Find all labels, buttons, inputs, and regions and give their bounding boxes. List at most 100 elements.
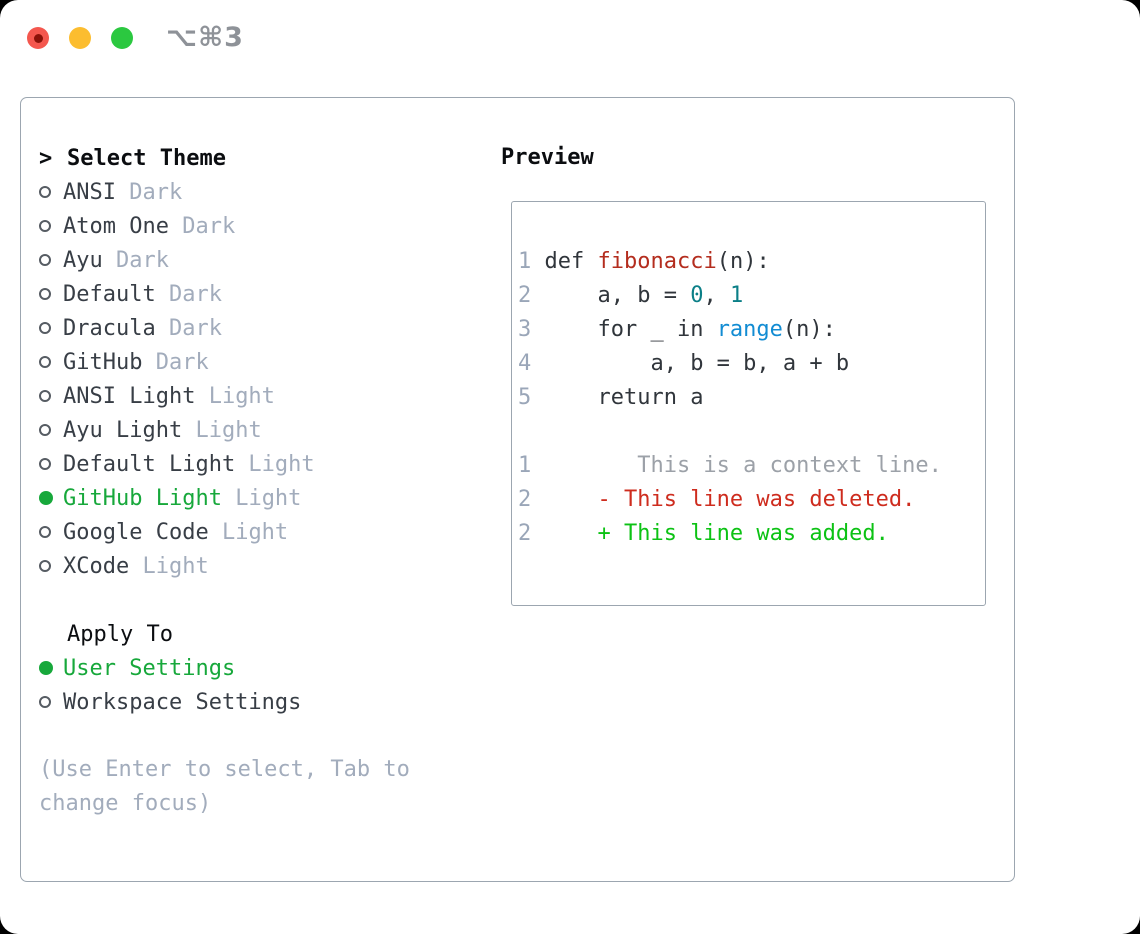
option-variant-label: Dark — [142, 349, 209, 375]
apply-option-user-settings[interactable]: User Settings — [39, 651, 479, 685]
line-number: 5 — [518, 385, 532, 410]
code-token: range — [716, 317, 783, 342]
code-token: 1 — [729, 283, 744, 308]
apply-to-heading-row: Apply To — [39, 617, 479, 651]
spacer — [39, 719, 479, 753]
code-line: 2 + This line was added. — [518, 517, 985, 551]
option-label: Ayu — [63, 247, 103, 273]
code-line: 1 This is a context line. — [518, 449, 985, 483]
theme-option-github-light[interactable]: GitHub Light Light — [39, 481, 479, 515]
code-token: return a — [531, 385, 704, 410]
close-button[interactable] — [27, 27, 49, 49]
code-token: (n): — [716, 249, 770, 274]
option-label: Default — [63, 281, 156, 307]
option-variant-label: Light — [195, 383, 275, 409]
theme-option-atom-one[interactable]: Atom One Dark — [39, 209, 479, 243]
theme-option-xcode[interactable]: XCode Light — [39, 549, 479, 583]
code-line: 4 a, b = b, a + b — [518, 347, 985, 381]
option-label: Atom One — [63, 213, 169, 239]
code-token: , — [703, 283, 730, 308]
line-number: 4 — [518, 351, 532, 376]
zoom-button[interactable] — [111, 27, 133, 49]
minimize-button[interactable] — [69, 27, 91, 49]
code-token: - This line was deleted. — [531, 487, 916, 512]
option-label: GitHub Light — [63, 485, 222, 511]
code-line: 2 a, b = 0, 1 — [518, 279, 985, 313]
code-token: a, b = b, a + b — [531, 351, 850, 376]
radio-selected-icon — [39, 661, 53, 675]
option-variant-label: Light — [208, 519, 289, 545]
apply-option-workspace-settings[interactable]: Workspace Settings — [39, 685, 479, 719]
code-token: + This line was added. — [531, 521, 889, 546]
code-line: 2 - This line was deleted. — [518, 483, 985, 517]
radio-icon — [39, 288, 51, 300]
prompt-caret: > — [39, 145, 53, 171]
option-label: Dracula — [63, 315, 156, 341]
option-variant-label: Light — [129, 553, 209, 579]
option-variant-label: Dark — [115, 179, 183, 205]
code-token: 0 — [690, 283, 704, 308]
option-label: ANSI Light — [63, 383, 196, 409]
option-variant-label: Dark — [102, 247, 169, 273]
theme-option-default[interactable]: Default Dark — [39, 277, 479, 311]
option-label: GitHub — [63, 349, 143, 375]
option-variant-label: Dark — [155, 281, 222, 307]
option-label: Workspace Settings — [63, 689, 302, 715]
code-token: a, b = — [531, 283, 691, 308]
radio-icon — [39, 254, 51, 266]
select-theme-heading: Select Theme — [67, 145, 226, 171]
code-line: 3 for _ in range(n): — [518, 313, 985, 347]
option-variant-label: Light — [235, 451, 315, 477]
option-label: Google Code — [63, 519, 209, 545]
title-bar: ⌥⌘3 — [0, 0, 1140, 77]
option-label: Ayu Light — [63, 417, 183, 443]
line-number: 2 — [518, 283, 532, 308]
line-number: 3 — [518, 317, 532, 342]
theme-option-default-light[interactable]: Default Light Light — [39, 447, 479, 481]
option-variant-label: Light — [182, 417, 262, 443]
line-number: 2 — [518, 521, 532, 546]
theme-option-ansi-light[interactable]: ANSI Light Light — [39, 379, 479, 413]
theme-option-ayu-light[interactable]: Ayu Light Light — [39, 413, 479, 447]
preview-heading: Preview — [501, 145, 594, 170]
radio-icon — [39, 424, 51, 436]
theme-option-github[interactable]: GitHub Dark — [39, 345, 479, 379]
line-number: 2 — [518, 487, 532, 512]
code-token: (n): — [782, 317, 836, 342]
radio-selected-icon — [39, 491, 53, 505]
theme-option-ansi[interactable]: ANSI Dark — [39, 175, 479, 209]
radio-icon — [39, 560, 51, 572]
line-number: 1 — [518, 453, 532, 478]
radio-icon — [39, 322, 51, 334]
close-dot-icon — [33, 33, 43, 43]
option-label: XCode — [63, 553, 130, 579]
option-variant-label: Dark — [168, 213, 236, 239]
option-variant-label: Dark — [155, 315, 222, 341]
option-variant-label: Light — [221, 485, 302, 511]
theme-option-google-code[interactable]: Google Code Light — [39, 515, 479, 549]
code-line: 5 return a — [518, 381, 985, 415]
option-label: User Settings — [63, 655, 236, 681]
code-token: def — [531, 249, 598, 274]
option-label: Default Light — [63, 451, 236, 477]
theme-option-dracula[interactable]: Dracula Dark — [39, 311, 479, 345]
code-line: 1 def fibonacci(n): — [518, 245, 985, 279]
code-token: for _ in — [531, 317, 717, 342]
theme-option-ayu[interactable]: Ayu Dark — [39, 243, 479, 277]
radio-icon — [39, 696, 51, 708]
radio-icon — [39, 390, 51, 402]
hint-footer: (Use Enter to select, Tab to change focu… — [39, 757, 410, 816]
code-line — [518, 415, 985, 449]
radio-icon — [39, 458, 51, 470]
code-token: This is a context line. — [531, 453, 942, 478]
radio-icon — [39, 186, 51, 198]
window-title: ⌥⌘3 — [166, 22, 244, 53]
option-label: ANSI — [63, 179, 116, 205]
code-token: fibonacci — [597, 249, 717, 274]
apply-to-heading: Apply To — [67, 621, 173, 647]
